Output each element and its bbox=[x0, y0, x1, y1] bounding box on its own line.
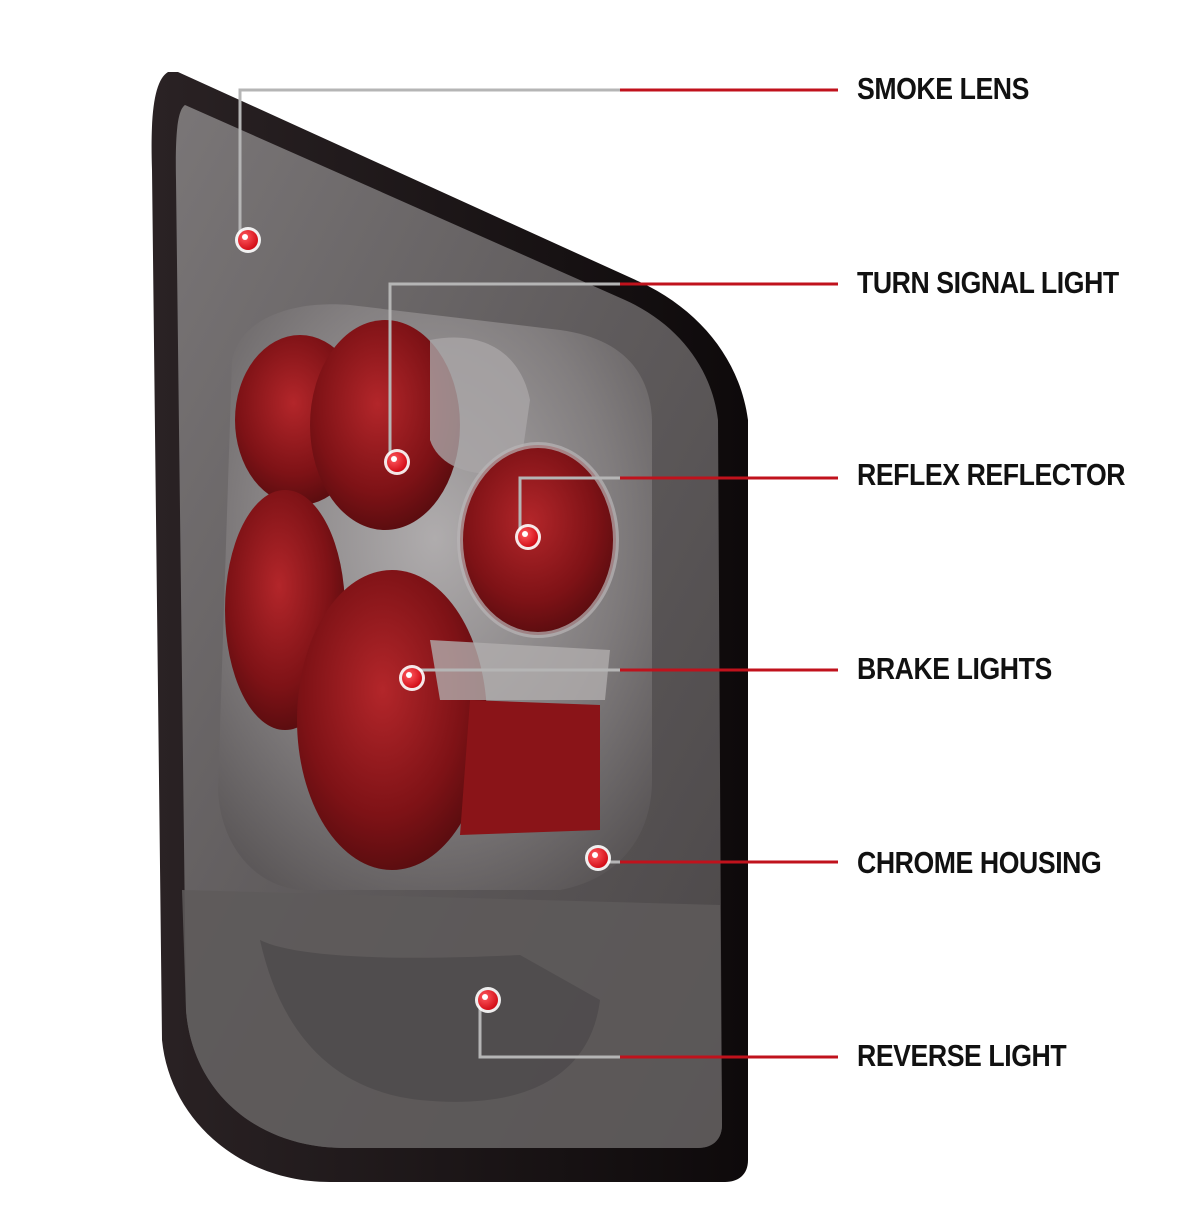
leader-lines bbox=[235, 88, 838, 1059]
reverse-light-area bbox=[260, 940, 600, 1102]
turn-signal-chrome-cone bbox=[430, 337, 530, 474]
smoke-lens-dot-shine bbox=[242, 234, 248, 240]
label-turn-signal-light: TURN SIGNAL LIGHT bbox=[857, 265, 1119, 300]
turn-signal-lens bbox=[310, 320, 460, 530]
chrome-housing-dot bbox=[588, 848, 608, 868]
reverse-light-dot bbox=[478, 990, 498, 1010]
turn-signal-light-dot-shine bbox=[391, 456, 397, 462]
reflex-reflector-dot-shine bbox=[522, 531, 528, 537]
label-chrome-housing: CHROME HOUSING bbox=[857, 845, 1102, 880]
label-reflex-reflector: REFLEX REFLECTOR bbox=[857, 457, 1126, 492]
reverse-light-dot-shine bbox=[482, 994, 488, 1000]
label-smoke-lens: SMOKE LENS bbox=[857, 71, 1029, 106]
smoke-lens-dot bbox=[238, 230, 258, 250]
turn-signal-light-dot bbox=[387, 452, 407, 472]
reflex-reflector-dot bbox=[518, 527, 538, 547]
reflex-reflector-rim bbox=[457, 442, 619, 638]
brake-light-lower-panel bbox=[460, 700, 600, 835]
chrome-housing-dot-shine bbox=[592, 852, 598, 858]
label-brake-lights: BRAKE LIGHTS bbox=[857, 651, 1052, 686]
brake-lights-dot bbox=[402, 668, 422, 688]
label-reverse-light: REVERSE LIGHT bbox=[857, 1038, 1067, 1073]
brake-lights-dot-shine bbox=[406, 672, 412, 678]
brake-light-main bbox=[297, 570, 487, 870]
